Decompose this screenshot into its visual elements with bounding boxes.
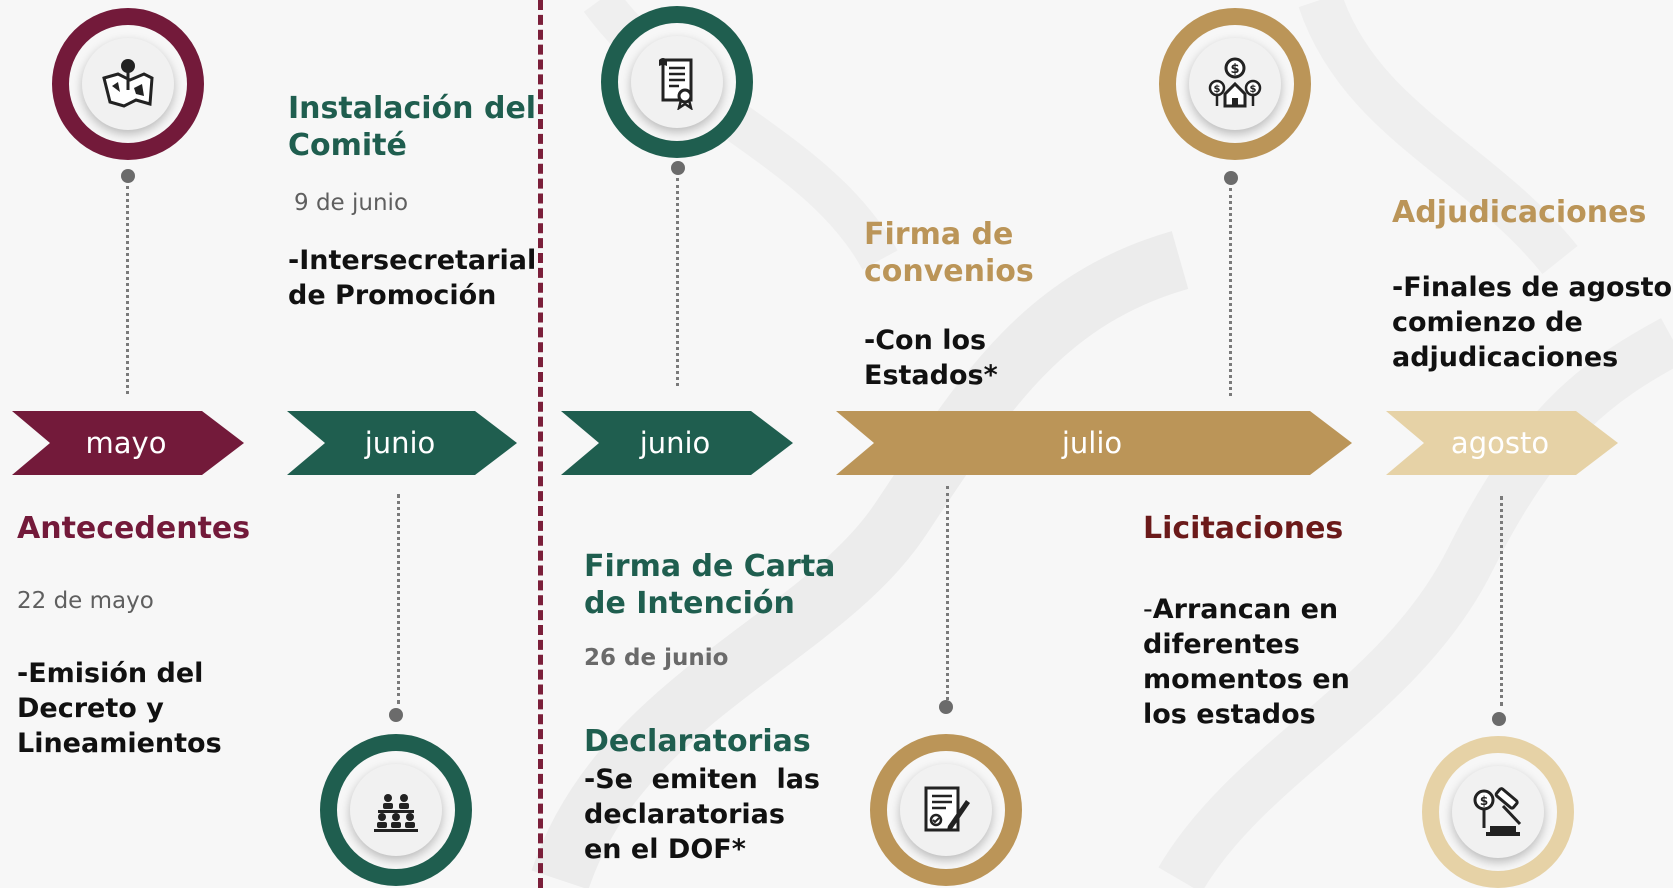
auction-gavel-icon: $ [1473,787,1522,836]
connector-line [397,494,400,704]
month-label: julio [1061,426,1123,460]
antecedentes-title: Antecedentes [17,511,251,546]
icon-ring-convenios [870,734,1022,886]
connector-dot [1224,171,1238,185]
month-arrow-mayo: mayo [12,411,244,475]
month-arrow-junio-2: junio [561,411,793,475]
month-arrow-julio: julio [836,411,1352,475]
month-arrow-agosto: agosto [1386,411,1618,475]
svg-text:$: $ [1250,84,1257,95]
month-label: junio [364,426,436,460]
instalacion-body: -Intersecretarial de Promoción [288,245,537,311]
month-label: mayo [85,426,167,460]
svg-text:$: $ [1214,84,1221,95]
icon-ring-adjudicaciones: $ [1422,736,1574,888]
month-label: agosto [1450,426,1550,460]
meeting-icon [374,794,418,832]
connector-dot [939,700,953,714]
signed-contract-icon [924,786,970,832]
connector-line [1229,188,1232,396]
carta-date: 26 de junio [584,645,729,671]
licitaciones-body: -Arrancan en diferentes momentos en los … [1143,594,1350,730]
connector-dot [121,169,135,183]
adjudicaciones-body: -Finales de agosto, comienzo de adjudica… [1392,272,1673,373]
licitaciones-title: Licitaciones [1143,511,1344,546]
icon-ring-instalacion [320,734,472,886]
phase-divider [538,0,543,888]
antecedentes-date: 22 de mayo [17,588,154,614]
svg-text:$: $ [1230,62,1239,77]
convenios-body: -Con los Estados* [864,325,998,391]
icon-ring-licitaciones: $ $ $ [1159,8,1311,160]
investment-house-icon: $ $ $ [1208,57,1262,108]
instalacion-date: 9 de junio [294,190,409,216]
connector-dot [671,161,685,175]
carta-title: Firma de Carta de Intención [584,549,836,621]
icon-ring-carta [601,6,753,158]
antecedentes-body: -Emisión del Decreto y Lineamientos [17,658,222,759]
month-arrow-junio-1: junio [287,411,517,475]
svg-text:$: $ [1480,794,1488,808]
month-label: junio [639,426,711,460]
adjudicaciones-title: Adjudicaciones [1392,195,1647,230]
connector-dot [1492,712,1506,726]
icon-ring-antecedentes [52,8,204,160]
connector-line [126,186,129,394]
connector-line [946,486,949,700]
connector-dot [389,708,403,722]
carta-body: -Se emiten las declaratorias en el DOF* [584,764,820,865]
carta-subtitle: Declaratorias [584,724,811,759]
connector-line [676,178,679,386]
instalacion-title: Instalación del Comité [288,91,537,163]
scroll-certificate-icon [659,58,693,110]
map-pin-icon [102,59,154,108]
connector-line [1500,496,1503,706]
convenios-title: Firma de convenios [864,217,1034,289]
